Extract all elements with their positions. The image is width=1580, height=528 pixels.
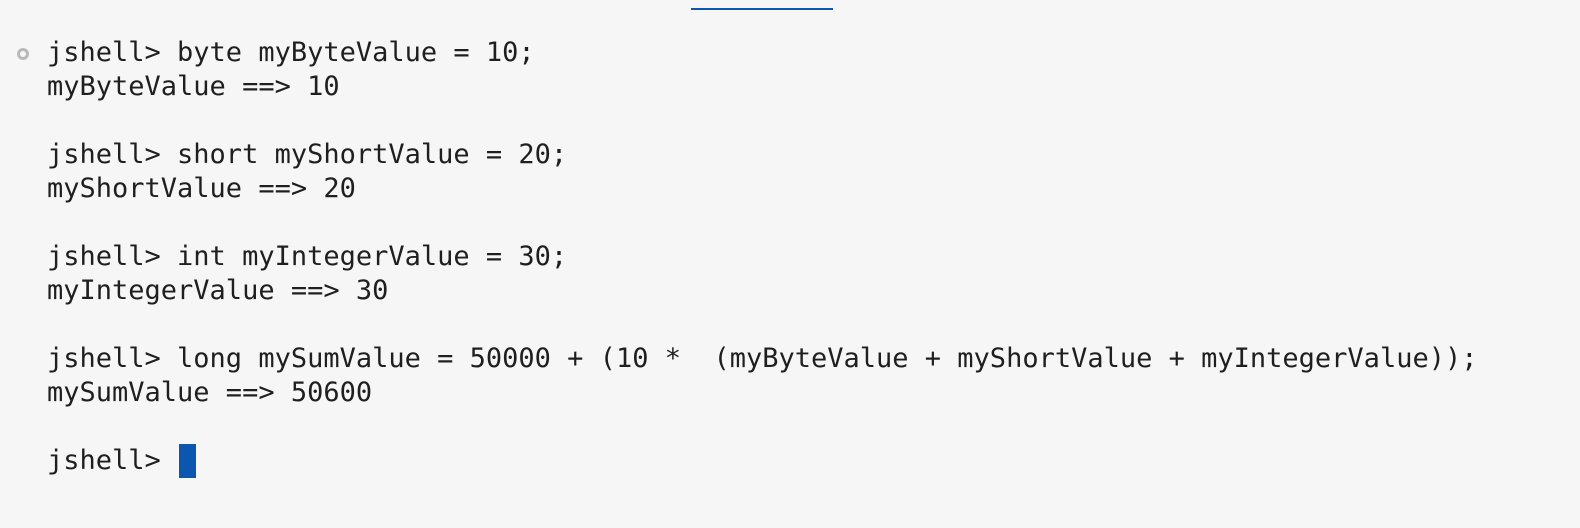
command-line: jshell> short myShortValue = 20;: [47, 139, 568, 170]
output-line: myIntegerValue ==> 30: [47, 275, 389, 306]
blank-line: [47, 308, 1567, 342]
output-line: myShortValue ==> 20: [47, 173, 356, 204]
current-prompt: jshell>: [47, 445, 178, 476]
output-line: mySumValue ==> 50600: [47, 377, 373, 408]
text-cursor: [179, 444, 197, 478]
output-line: myByteValue ==> 10: [47, 71, 340, 102]
command-line: jshell> byte myByteValue = 10;: [47, 37, 535, 68]
command-line: jshell> long mySumValue = 50000 + (10 * …: [47, 343, 1478, 374]
current-prompt-line[interactable]: jshell>: [47, 444, 1567, 478]
active-tab-indicator: [691, 8, 833, 10]
status-circle-icon: [17, 48, 29, 60]
blank-line: [47, 410, 1567, 444]
command-line: jshell> int myIntegerValue = 30;: [47, 241, 568, 272]
blank-line: [47, 104, 1567, 138]
terminal-output[interactable]: jshell> byte myByteValue = 10; myByteVal…: [47, 36, 1567, 478]
blank-line: [47, 206, 1567, 240]
